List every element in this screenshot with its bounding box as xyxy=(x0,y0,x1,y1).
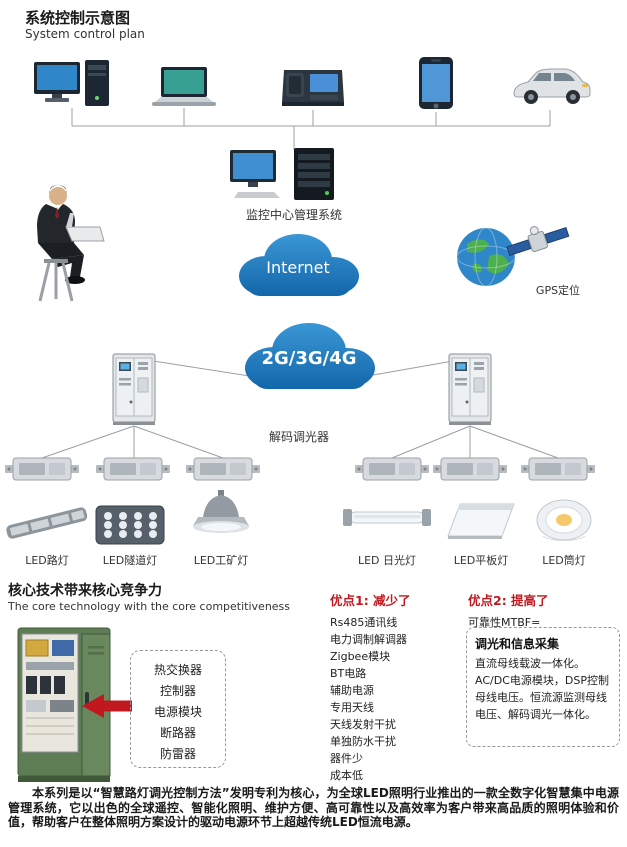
led-high-bay-light-label: LED工矿灯 xyxy=(193,554,249,567)
cabinet-part: 断路器 xyxy=(159,726,196,740)
gps-label: GPS定位 xyxy=(535,284,581,297)
advantage-1-column: 优点1: 减少了 Rs485通讯线 电力调制解调器 Zigbee模块 BT电路 … xyxy=(330,590,465,784)
cabinet-part: 防雷器 xyxy=(159,747,196,761)
mtbf-note: 可靠性MTBF= xyxy=(468,616,541,629)
cabinet-part: 控制器 xyxy=(159,684,196,698)
car-icon xyxy=(508,64,592,108)
monitoring-center-label: 监控中心管理系统 xyxy=(245,208,342,222)
advantage-2-column: 优点2: 提高了 可靠性MTBF= 调光和信息采集 直流母线载波一体化。AC/D… xyxy=(466,590,622,747)
core-section-title: 核心技术带来核心竞争力 xyxy=(8,583,162,599)
dimmer-module-icon xyxy=(96,456,170,482)
description-paragraph: 本系列是以“智慧路灯调光控制方法”发明专利为核心，为全球LED照明行业推出的一款… xyxy=(8,786,619,830)
advantage-1-item: BT电路 xyxy=(330,667,367,680)
advantage-1-item: 专用天线 xyxy=(330,701,374,714)
cabinet-part: 电源模块 xyxy=(153,705,202,719)
smartphone-icon xyxy=(418,56,454,110)
monitoring-center-icon xyxy=(228,148,360,203)
cabinet-part: 热交换器 xyxy=(153,663,202,677)
page-subtitle: System control plan xyxy=(25,27,145,41)
dimmer-module-icon xyxy=(5,456,79,482)
internet-cloud: Internet xyxy=(230,222,366,306)
led-tunnel-light-icon xyxy=(94,502,166,548)
led-tube-light-label: LED 日光灯 xyxy=(357,554,417,567)
dimming-info-box-text: 直流母线载波一体化。AC/DC电源模块，DSP控制母线电压。恒流源监测母线电压、… xyxy=(475,657,609,721)
led-tube-light-icon xyxy=(340,500,434,534)
led-panel-light-icon xyxy=(444,498,518,542)
video-phone-icon xyxy=(280,60,346,108)
led-downlight-label: LED筒灯 xyxy=(542,554,586,567)
led-street-light-label: LED路灯 xyxy=(25,554,69,567)
led-high-bay-light-icon xyxy=(190,490,252,552)
advantage-1-item: Rs485通讯线 xyxy=(330,616,398,629)
decoder-dimmer-label: 解码调光器 xyxy=(268,430,329,444)
dimmer-module-icon xyxy=(521,456,595,482)
dimmer-module-icon xyxy=(186,456,260,482)
advantage-1-item: 电力调制解调器 xyxy=(330,633,407,646)
operator-person-illustration xyxy=(16,183,116,305)
internet-label: Internet xyxy=(266,258,330,277)
desktop-computer-icon xyxy=(33,60,111,108)
advantage-1-title: 优点1: 减少了 xyxy=(330,593,411,608)
advantage-1-item: Zigbee模块 xyxy=(330,650,391,663)
cabinet-parts-list: 热交换器 控制器 电源模块 断路器 防雷器 xyxy=(130,650,226,768)
mobile-network-cloud: 2G/3G/4G xyxy=(235,310,383,400)
satellite-icon xyxy=(506,222,570,262)
led-tunnel-light-label: LED隧道灯 xyxy=(102,554,158,567)
advantage-1-items: Rs485通讯线 电力调制解调器 Zigbee模块 BT电路 辅助电源 专用天线… xyxy=(330,614,465,784)
dimmer-module-icon xyxy=(433,456,507,482)
advantage-1-item: 单独防水干扰 xyxy=(330,735,396,748)
laptop-icon xyxy=(148,66,220,108)
control-cabinet-right-icon xyxy=(447,352,493,426)
dimming-info-box: 调光和信息采集 直流母线载波一体化。AC/DC电源模块，DSP控制母线电压。恒流… xyxy=(466,627,620,747)
advantage-1-item: 器件少 xyxy=(330,752,363,765)
power-cabinet-photo xyxy=(14,626,118,784)
dimming-info-box-title: 调光和信息采集 xyxy=(475,637,560,651)
mobile-network-label: 2G/3G/4G xyxy=(261,348,357,369)
control-cabinet-left-icon xyxy=(111,352,157,426)
led-downlight-icon xyxy=(535,498,593,548)
advantage-2-title: 优点2: 提高了 xyxy=(468,593,549,608)
led-panel-light-label: LED平板灯 xyxy=(453,554,509,567)
led-street-light-icon xyxy=(4,500,90,548)
advantage-1-item: 天线发射干扰 xyxy=(330,718,396,731)
advantage-1-item: 成本低 xyxy=(330,769,363,782)
earth-globe-icon xyxy=(455,226,517,288)
red-arrow-icon xyxy=(80,692,134,720)
dimmer-module-icon xyxy=(355,456,429,482)
page-title: 系统控制示意图 xyxy=(25,9,131,27)
core-section-subtitle: The core technology with the core compet… xyxy=(8,600,291,613)
advantage-1-item: 辅助电源 xyxy=(330,684,374,697)
